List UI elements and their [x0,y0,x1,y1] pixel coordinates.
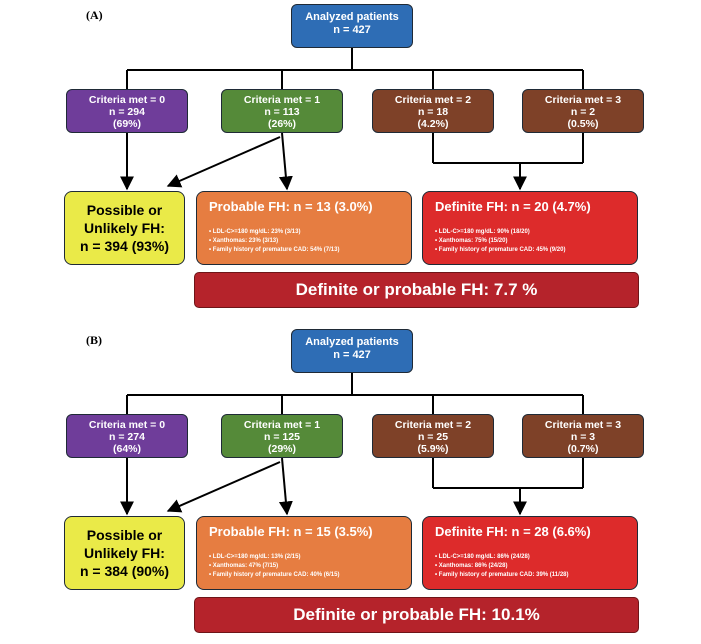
connector-lines [120,373,584,516]
connector-lines [120,48,584,191]
criteria-count: n = 2 [570,106,596,118]
criteria-percent: (0.5%) [567,118,599,130]
panel-label: (A) [86,8,103,22]
analyzed-count: n = 427 [333,24,371,36]
probable-fh-box: Probable FH: n = 15 (3.5%) LDL-C>=180 mg… [196,516,412,590]
criteria-percent: (5.9%) [417,443,449,455]
criteria-box-3: Criteria met = 3 n = 3 (0.7%) [522,414,644,458]
criteria-box-0: Criteria met = 0 n = 274 (64%) [66,414,188,458]
criteria-title: Criteria met = 3 [544,94,622,106]
probable-details: LDL-C>=180 mg/dL: 23% (3/13) Xanthomas: … [209,228,340,255]
criteria-title: Criteria met = 2 [394,94,472,106]
possible-line-2: Unlikely FH: [84,220,165,236]
possible-count: n = 384 (90%) [79,563,170,579]
criteria-percent: (29%) [267,443,296,455]
criteria-count: n = 3 [570,431,596,443]
possible-line-1: Possible or [86,202,163,218]
criteria-title: Criteria met = 1 [243,419,321,431]
criteria-box-2: Criteria met = 2 n = 25 (5.9%) [372,414,494,458]
summary-banner: Definite or probable FH: 7.7 % [194,272,639,308]
definite-fh-box: Definite FH: n = 28 (6.6%) LDL-C>=180 mg… [422,516,638,590]
criteria-percent: (69%) [112,118,141,130]
flowchart-panel-a: (A) Analyzed patients n = 427 Criteria m… [0,0,701,319]
criteria-title: Criteria met = 1 [243,94,321,106]
analyzed-label: Analyzed patients [305,11,399,23]
list-item: LDL-C>=180 mg/dL: 90% (18/20) [435,228,565,237]
criteria-percent: (4.2%) [417,118,449,130]
possible-line-2: Unlikely FH: [84,545,165,561]
criteria-box-1: Criteria met = 1 n = 113 (26%) [221,89,343,133]
list-item: Family history of premature CAD: 45% (9/… [435,246,566,255]
probable-fh-box: Probable FH: n = 13 (3.0%) LDL-C>=180 mg… [196,191,412,265]
criteria-count: n = 113 [264,106,300,118]
panel-label: (B) [86,333,102,347]
arrow-to-probable [278,132,293,191]
list-item: Family history of premature CAD: 40% (6/… [209,571,340,580]
criteria-percent: (64%) [112,443,141,455]
list-item: Xanthomas: 75% (15/20) [435,237,565,246]
criteria-count: n = 125 [264,431,300,443]
summary-banner: Definite or probable FH: 10.1% [194,597,639,633]
criteria-percent: (0.7%) [567,443,599,455]
criteria-percent: (26%) [267,118,296,130]
list-item: Xanthomas: 23% (3/13) [209,237,339,246]
possible-count: n = 394 (93%) [79,238,170,254]
analyzed-patients-box: Analyzed patients n = 427 [291,4,413,48]
list-item: Family history of premature CAD: 39% (11… [435,571,569,580]
criteria-title: Criteria met = 0 [88,94,166,106]
criteria-box-3: Criteria met = 3 n = 2 (0.5%) [522,89,644,133]
probable-title: Probable FH: n = 13 (3.0%) [209,199,373,214]
criteria-title: Criteria met = 0 [88,419,166,431]
analyzed-label: Analyzed patients [305,336,399,348]
flowchart-panel-b: (B) Analyzed patients n = 427 Criteria m… [0,325,701,644]
list-item: LDL-C>=180 mg/dL: 13% (2/15) [209,553,339,562]
arrow-probable-to-possible [166,461,281,513]
possible-line-1: Possible or [86,527,163,543]
analyzed-patients-box: Analyzed patients n = 427 [291,329,413,373]
criteria-title: Criteria met = 3 [544,419,622,431]
criteria-box-0: Criteria met = 0 n = 294 (69%) [66,89,188,133]
criteria-count: n = 18 [417,106,449,118]
definite-title: Definite FH: n = 28 (6.6%) [435,524,591,539]
possible-fh-box: Possible or Unlikely FH: n = 394 (93%) [64,191,185,265]
arrow-to-probable [278,457,293,516]
list-item: Family history of premature CAD: 54% (7/… [209,246,340,255]
list-item: LDL-C>=180 mg/dL: 86% (24/28) [435,553,569,562]
analyzed-count: n = 427 [333,349,371,361]
definite-details: LDL-C>=180 mg/dL: 86% (24/28) Xanthomas:… [435,553,569,580]
criteria-title: Criteria met = 2 [394,419,472,431]
list-item: Xanthomas: 86% (24/28) [435,562,569,571]
possible-fh-box: Possible or Unlikely FH: n = 384 (90%) [64,516,185,590]
criteria-count: n = 25 [417,431,449,443]
definite-title: Definite FH: n = 20 (4.7%) [435,199,591,214]
probable-title: Probable FH: n = 15 (3.5%) [209,524,373,539]
criteria-box-1: Criteria met = 1 n = 125 (29%) [221,414,343,458]
list-item: Xanthomas: 47% (7/15) [209,562,339,571]
criteria-count: n = 274 [109,431,145,443]
list-item: LDL-C>=180 mg/dL: 23% (3/13) [209,228,339,237]
probable-details: LDL-C>=180 mg/dL: 13% (2/15) Xanthomas: … [209,553,340,580]
definite-fh-box: Definite FH: n = 20 (4.7%) LDL-C>=180 mg… [422,191,638,265]
criteria-count: n = 294 [109,106,145,118]
definite-details: LDL-C>=180 mg/dL: 90% (18/20) Xanthomas:… [435,228,566,255]
arrow-probable-to-possible [166,136,281,188]
criteria-box-2: Criteria met = 2 n = 18 (4.2%) [372,89,494,133]
